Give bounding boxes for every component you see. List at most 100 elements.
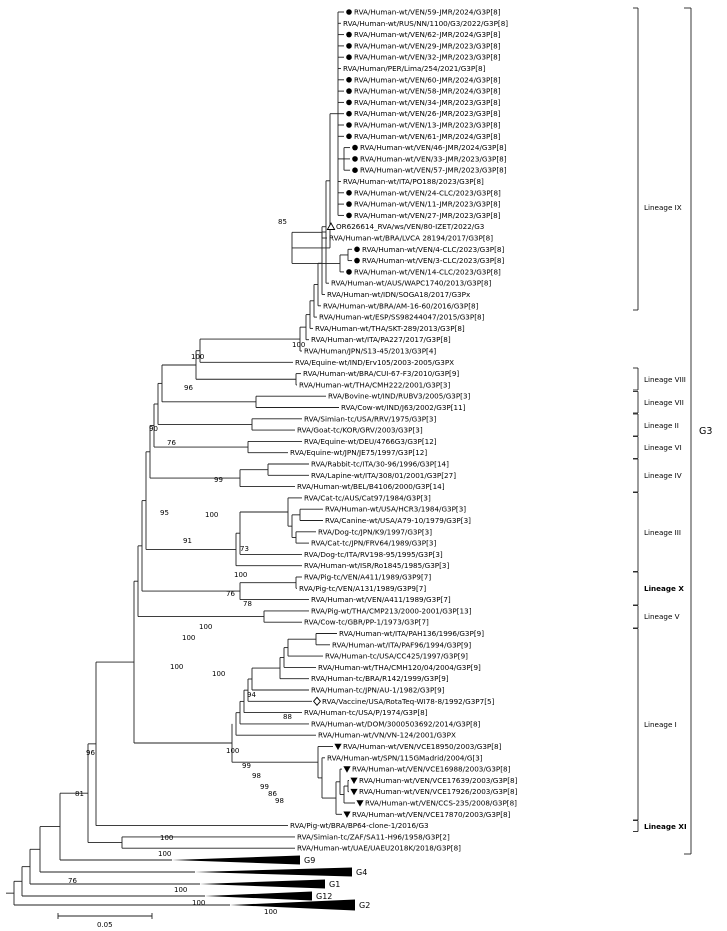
taxon-label: RVA/Human-wt/ITA/PAH136/1996/G3P[9] <box>339 629 484 638</box>
study-sample-circle-icon <box>346 133 352 140</box>
taxon-label: RVA/Human-wt/AUS/WAPC1740/2013/G3P[8] <box>331 279 491 288</box>
vaccine-diamond-icon <box>313 696 321 706</box>
collapsed-clade-triangle <box>205 891 312 901</box>
study-sample-circle-icon <box>346 201 352 207</box>
taxon-label: RVA/Human-wt/ESP/SS98244047/2015/G3P[8] <box>319 313 485 322</box>
taxon-label: RVA/Simian-tc/ZAF/SA11-H96/1958/G3P[2] <box>297 832 450 841</box>
taxon-label: RVA/Human-wt/THA/SKT-289/2013/G3P[8] <box>315 324 465 333</box>
lineage-label: Lineage XI <box>644 822 687 831</box>
bootstrap-value: 99 <box>260 783 269 791</box>
study-sample-circle-icon <box>346 77 352 83</box>
taxon-label: RVA/Human-wt/VEN/13-JMR/2023/G3P[8] <box>354 121 501 130</box>
study-sample-circle-icon <box>346 190 352 196</box>
taxon-label: RVA/Human-wt/VEN/32-JMR/2023/G3P[8] <box>354 53 501 62</box>
study-sample-circle-icon <box>352 167 358 173</box>
taxon-label: RVA/Human-wt/VEN/11-JMR/2023/G3P[8] <box>354 200 501 209</box>
open-triangle-icon <box>326 222 336 230</box>
bootstrap-value: 100 <box>160 834 173 842</box>
taxon-label: RVA/Human-wt/VEN/VCE17926/2003/G3P[8] <box>359 787 518 796</box>
bootstrap-value: 100 <box>234 571 247 579</box>
lineage-label: Lineage II <box>644 421 679 430</box>
taxon-label: RVA/Human-wt/VEN/A411/1989/G3P[7] <box>311 595 451 604</box>
genotype-label: G3 <box>699 426 712 437</box>
bootstrap-value: 100 <box>292 341 305 349</box>
collapsed-clade-label: G9 <box>304 856 315 865</box>
bootstrap-value: 95 <box>160 509 169 517</box>
taxon-label: RVA/Human/PER/Lima/254/2021/G3P[8] <box>343 64 486 73</box>
taxon-label: RVA/Human-wt/VEN/26-JMR/2023/G3P[8] <box>354 109 501 118</box>
taxon-label: RVA/Human-wt/VEN/29-JMR/2023/G3P[8] <box>354 41 501 50</box>
lineage-label: Lineage VI <box>644 443 682 452</box>
collapsed-clade-label: G4 <box>356 868 367 877</box>
taxon-label: RVA/Human-wt/THA/CMH222/2001/G3P[3] <box>299 380 450 389</box>
taxon-label: RVA/Human-wt/ISR/Ro1845/1985/G3P[3] <box>304 561 449 570</box>
study-sample-circle-icon <box>346 99 352 106</box>
collapsed-clade-label: G1 <box>329 880 340 889</box>
taxon-label: RVA/Human-tc/USA/CC425/1997/G3P[9] <box>325 652 468 661</box>
study-sample-circle-icon <box>346 269 352 275</box>
filled-down-triangle-icon <box>343 766 351 773</box>
bootstrap-value: 76 <box>68 877 77 885</box>
lineage-label: Lineage I <box>644 720 677 729</box>
scale-bar: 0.05 <box>57 913 153 929</box>
bootstrap-value: 76 <box>226 590 235 598</box>
taxon-label: RVA/Human-wt/SPN/115GMadrid/2004/G[3] <box>327 753 483 762</box>
taxon-label: RVA/Human-wt/THA/CMH120/04/2004/G3P[9] <box>318 663 481 672</box>
study-sample-circle-icon <box>346 43 352 49</box>
study-sample-circle-icon <box>354 257 360 264</box>
taxon-label: RVA/Human-wt/VEN/61-JMR/2024/G3P[8] <box>354 132 501 141</box>
taxon-label: RVA/Human-wt/VEN/59-JMR/2024/G3P[8] <box>354 8 501 17</box>
taxon-label: RVA/Human-wt/VEN/60-JMR/2024/G3P[8] <box>354 75 501 84</box>
taxon-label: RVA/Human-wt/ITA/PA227/2017/G3P[8] <box>311 335 451 344</box>
lineage-label: Lineage V <box>644 612 680 621</box>
bootstrap-value: 91 <box>183 537 192 545</box>
taxon-label: RVA/Human-wt/RUS/NN/1100/G3/2022/G3P[8] <box>343 19 508 28</box>
taxon-label: RVA/Human-wt/ITA/PAF96/1994/G3P[9] <box>332 640 471 649</box>
taxon-label: RVA/Human-wt/VEN/VCE18950/2003/G3P[8] <box>343 742 502 751</box>
taxon-label: RVA/Dog-tc/JPN/K9/1997/G3P[3] <box>318 527 432 536</box>
taxon-label: RVA/Human-wt/BRA/LVCA 28194/2017/G3P[8] <box>329 234 493 243</box>
taxon-label: RVA/Human-wt/VEN/58-JMR/2024/G3P[8] <box>354 87 501 96</box>
bootstrap-value: 100 <box>192 899 205 907</box>
collapsed-clade-triangle <box>172 855 300 865</box>
taxon-label: RVA/Human-wt/VEN/VCE17870/2003/G3P[8] <box>352 810 511 819</box>
bootstrap-value: 94 <box>247 691 256 699</box>
bootstrap-value: 86 <box>268 790 277 798</box>
taxon-label: RVA/Cat-tc/JPN/FRV64/1989/G3P[3] <box>311 539 436 548</box>
study-sample-circle-icon <box>346 88 352 94</box>
bootstrap-value: 96 <box>86 749 95 757</box>
taxon-label: RVA/Cow-wt/IND/J63/2002/G3P[11] <box>341 403 466 412</box>
taxon-label: RVA/Human-wt/ITA/PO188/2023/G3P[8] <box>343 177 484 186</box>
taxon-label: RVA/Human-wt/VEN/57-JMR/2023/G3P[8] <box>360 166 507 175</box>
study-sample-circle-icon <box>352 156 358 162</box>
taxon-label: RVA/Pig-wt/THA/CMP213/2000-2001/G3P[13] <box>311 606 472 615</box>
study-sample-circle-icon <box>346 122 352 128</box>
taxon-label: RVA/Human-wt/VEN/27-JMR/2023/G3P[8] <box>354 211 501 220</box>
lineage-label: Lineage IX <box>644 203 682 212</box>
bootstrap-value: 100 <box>182 634 195 642</box>
taxon-label: RVA/Human-wt/VEN/34-JMR/2023/G3P[8] <box>354 98 501 107</box>
study-sample-circle-icon <box>346 31 352 38</box>
taxon-label: RVA/Canine-wt/USA/A79-10/1979/G3P[3] <box>325 516 471 525</box>
taxon-label: RVA/Human-tc/BRA/R142/1999/G3P[9] <box>311 674 449 683</box>
taxon-label: RVA/Pig-tc/VEN/A411/1989/G3P9[7] <box>304 573 431 582</box>
taxon-label: RVA/Human/JPN/S13-45/2013/G3P[4] <box>304 347 436 356</box>
taxon-label: RVA/Human-wt/USA/HCR3/1984/G3P[3] <box>325 505 466 514</box>
study-sample-circle-icon <box>346 9 352 15</box>
bootstrap-value: 96 <box>184 384 193 392</box>
study-sample-circle-icon <box>346 212 352 219</box>
taxon-label: RVA/Human-wt/VEN/VCE17639/2003/G3P[8] <box>359 776 518 785</box>
taxon-label: RVA/Human-wt/VEN/4-CLC/2023/G3P[8] <box>362 245 504 254</box>
filled-down-triangle-icon <box>343 811 351 818</box>
taxon-label: RVA/Vaccine/USA/RotaTeq-WI78-8/1992/G3P7… <box>322 697 495 706</box>
study-sample-circle-icon <box>346 110 352 117</box>
bootstrap-value: 99 <box>214 476 223 484</box>
bootstrap-value: 98 <box>252 772 261 780</box>
taxon-label: RVA/Human-wt/BRA/AM-16-60/2016/G3P[8] <box>323 301 479 310</box>
taxon-label: RVA/Pig-wt/BRA/BP64-clone-1/2016/G3 <box>290 821 429 830</box>
taxon-label: RVA/Equine-wt/IND/Erv105/2003-2005/G3PX <box>295 358 454 367</box>
lineage-label: Lineage IV <box>644 471 682 480</box>
